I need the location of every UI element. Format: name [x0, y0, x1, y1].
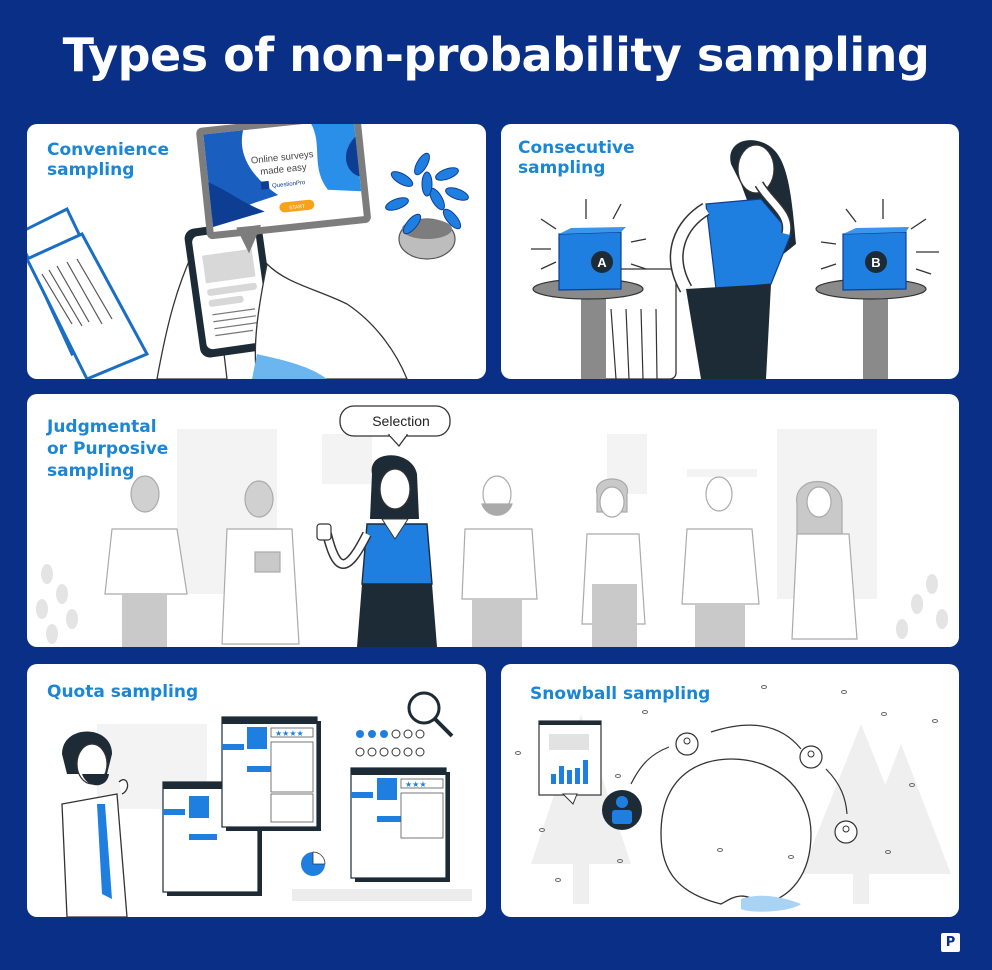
- card-title-line: Convenience: [47, 140, 170, 160]
- selected-person-icon: [316, 455, 437, 647]
- card-title-line: Snowball sampling: [530, 684, 711, 704]
- snowball-icon: [660, 758, 812, 905]
- card-title: Quota sampling: [47, 682, 198, 702]
- pie-chart-icon: [301, 851, 326, 876]
- judgmental-illustration: Selection: [36, 405, 948, 647]
- person-icon: [791, 481, 858, 640]
- pedestal-b: [815, 278, 927, 379]
- card-snowball-sampling: Snowball sampling: [501, 664, 959, 917]
- snowball-illustration: [515, 685, 951, 912]
- card-title-line: sampling: [518, 158, 606, 178]
- card-title-line: Consecutive: [518, 138, 635, 158]
- people-quota-icon: [355, 729, 425, 757]
- box-b-icon: B: [842, 227, 909, 291]
- resume-card-icon: ★★★★: [221, 716, 321, 831]
- brand-name: QuestionPro: [272, 180, 306, 190]
- tablet-headline-2: made easy: [260, 162, 308, 178]
- box-a-label: A: [597, 255, 607, 270]
- card-convenience-sampling: Online surveys made easy QuestionPro STA…: [27, 124, 486, 379]
- card-quota-sampling: ★★★★ ★★★: [27, 664, 486, 917]
- person-icon: [581, 478, 646, 647]
- card-consecutive-sampling: A B: [501, 124, 959, 379]
- leaves-left-icon: [36, 564, 78, 644]
- card-title-line: sampling: [47, 461, 135, 481]
- doctor-icon: [221, 480, 300, 645]
- referral-person-icon: [799, 745, 823, 769]
- svg-text:★★★★: ★★★★: [275, 729, 304, 738]
- consecutive-illustration: A B: [531, 140, 939, 379]
- documents-icon: [27, 206, 150, 379]
- start-button-label: START: [289, 204, 305, 212]
- phone-icon: [184, 220, 278, 358]
- svg-text:★★★: ★★★: [405, 780, 427, 789]
- tablet-icon: Online surveys made easy QuestionPro STA…: [196, 124, 371, 254]
- person-icon: [681, 476, 760, 647]
- woman-figure-icon: [669, 140, 796, 379]
- origin-person-icon: [602, 790, 642, 830]
- card-title: Snowball sampling: [530, 684, 710, 704]
- card-title-line: Judgmental: [47, 417, 157, 437]
- convenience-illustration: Online surveys made easy QuestionPro STA…: [27, 124, 469, 379]
- referral-person-icon: [675, 732, 699, 756]
- box-a-icon: A: [558, 227, 626, 291]
- person-icon: [104, 475, 188, 647]
- start-button: [279, 199, 315, 213]
- magnifier-icon: [407, 691, 454, 738]
- box-b-label: B: [871, 255, 880, 270]
- card-title-line: or Purposive: [47, 439, 169, 459]
- quota-illustration: ★★★★ ★★★: [61, 691, 472, 917]
- card-title: Convenience sampling: [47, 140, 169, 180]
- speech-bubble-text: Selection: [372, 413, 430, 429]
- questionpro-logo-icon: P: [941, 933, 960, 952]
- page-title: Types of non-probability sampling: [62, 28, 930, 82]
- resume-card-icon: ★★★: [350, 767, 450, 882]
- card-title-line: sampling: [47, 160, 135, 180]
- person-icon: [461, 475, 538, 647]
- leaves-right-icon: [896, 574, 948, 639]
- plant-icon: [385, 152, 469, 260]
- card-title: Judgmental or Purposive sampling: [47, 416, 168, 482]
- card-title: Consecutive sampling: [518, 138, 635, 178]
- report-chart-icon: [538, 720, 602, 805]
- referral-person-icon: [834, 820, 858, 844]
- card-title-line: Quota sampling: [47, 682, 199, 702]
- selection-speech-bubble: Selection: [339, 405, 451, 448]
- thinking-man-icon: [61, 731, 129, 917]
- card-judgmental-sampling: Selection Judgmental or Purposive sampl: [27, 394, 959, 647]
